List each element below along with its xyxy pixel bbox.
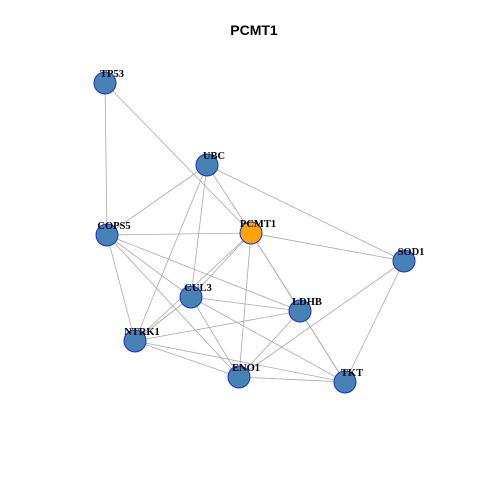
edge-ntrk1-eno1: [134, 340, 240, 378]
edge-tp53-cops5: [104, 82, 108, 236]
edge-cops5-cul3: [106, 234, 192, 298]
edge-cul3-tkt: [190, 296, 346, 383]
edge-pcmt1-cul3: [190, 232, 252, 298]
node-label-cops5: COPS5: [97, 221, 130, 232]
node-ldhb: [288, 299, 312, 323]
edge-ubc-pcmt1: [206, 164, 252, 234]
edge-ubc-cul3: [190, 164, 208, 298]
node-cul3: [179, 285, 203, 309]
edge-ldhb-ntrk1: [134, 310, 301, 342]
edge-ldhb-eno1: [238, 310, 301, 378]
nodes-layer: [93, 71, 416, 394]
edge-sod1-eno1: [238, 260, 405, 378]
edge-ubc-cops5: [106, 164, 208, 236]
node-label-ntrk1: NTRK1: [124, 327, 160, 338]
node-pcmt1: [239, 221, 263, 245]
edge-ldhb-tkt: [299, 310, 346, 383]
node-tkt: [333, 370, 357, 394]
edge-pcmt1-sod1: [250, 232, 405, 262]
diagram-title: PCMT1: [230, 22, 278, 38]
node-label-tp53: TP53: [100, 69, 124, 80]
edge-ubc-ntrk1: [134, 164, 208, 342]
node-eno1: [227, 365, 251, 389]
node-label-ubc: UBC: [203, 151, 225, 162]
edge-cul3-eno1: [190, 296, 240, 378]
node-ntrk1: [123, 329, 147, 353]
node-label-sod1: SOD1: [398, 247, 425, 258]
node-label-tkt: TKT: [341, 368, 363, 379]
edge-ntrk1-tkt: [134, 340, 346, 383]
edge-cops5-ldhb: [106, 234, 301, 312]
node-ubc: [195, 153, 219, 177]
node-cops5: [95, 223, 119, 247]
node-sod1: [392, 249, 416, 273]
node-label-eno1: ENO1: [232, 363, 260, 374]
edge-cul3-ntrk1: [134, 296, 192, 342]
edge-cops5-pcmt1: [106, 232, 252, 236]
edge-cul3-ldhb: [190, 296, 301, 312]
edge-pcmt1-eno1: [238, 232, 252, 378]
edge-sod1-tkt: [344, 260, 405, 383]
node-label-cul3: CUL3: [184, 283, 211, 294]
node-tp53: [93, 71, 117, 95]
node-label-ldhb: LDHB: [292, 297, 322, 308]
edge-tp53-pcmt1: [104, 82, 252, 234]
node-label-pcmt1: PCMT1: [240, 219, 276, 230]
edge-cops5-ntrk1: [106, 234, 136, 342]
edge-ubc-sod1: [206, 164, 405, 262]
edge-eno1-tkt: [238, 376, 346, 383]
